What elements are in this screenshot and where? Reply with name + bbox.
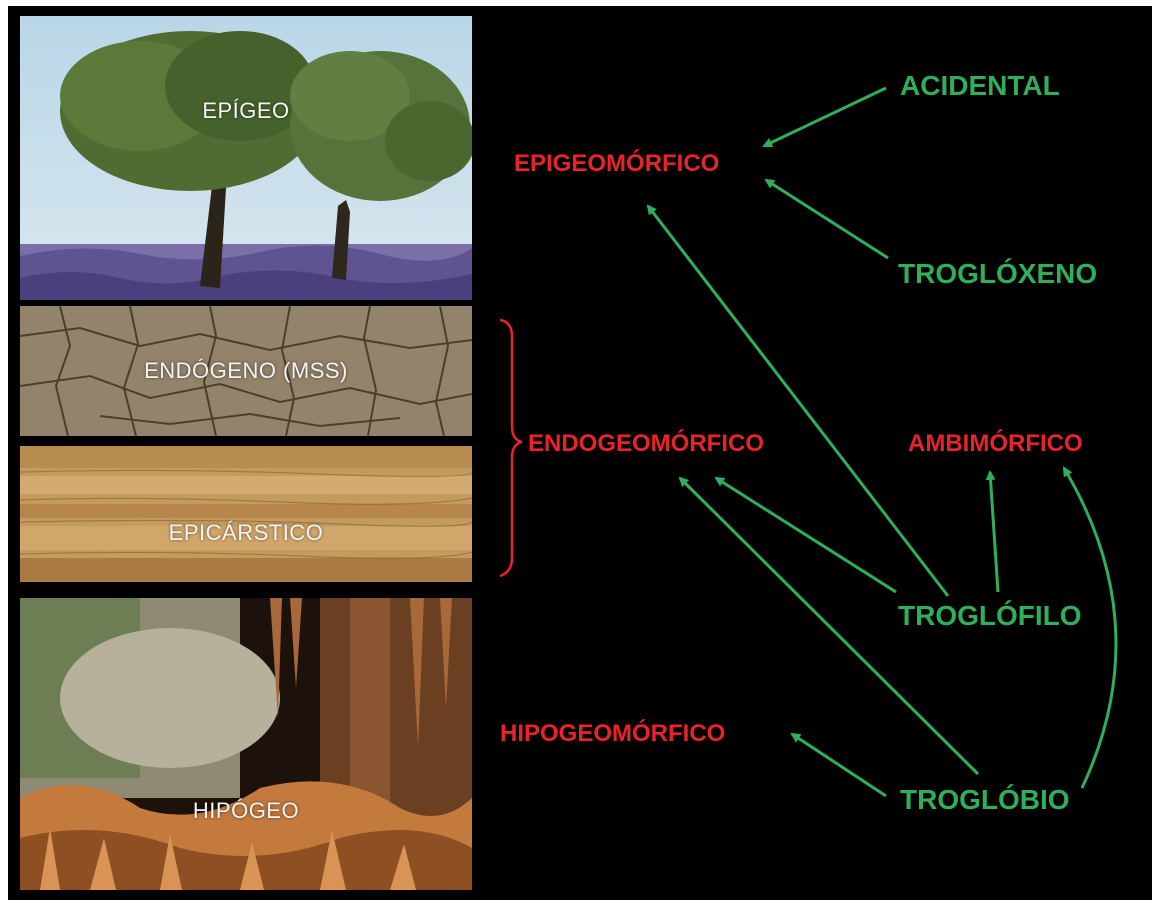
diagram-frame: EPÍGEO ENDÓGENO (MSS) — [8, 6, 1152, 900]
epicarstico-label: EPICÁRSTICO — [168, 520, 324, 545]
term-troglobio: TROGLÓBIO — [900, 784, 1070, 815]
epigeo-panel: EPÍGEO — [20, 16, 472, 300]
endogeno-panel: ENDÓGENO (MSS) — [20, 306, 472, 436]
epicarstico-image — [20, 446, 472, 582]
hipogeo-panel: HIPÓGEO — [20, 598, 472, 890]
hipogeo-image — [20, 598, 472, 890]
term-acidental: ACIDENTAL — [900, 70, 1060, 101]
term-epigeomorfico: EPIGEOMÓRFICO — [514, 150, 720, 177]
arrow-acidental-epigeomorfico — [762, 86, 887, 148]
epigeo-label: EPÍGEO — [202, 98, 290, 123]
endogeo-bracket — [499, 318, 523, 578]
term-endogeomorfico: ENDOGEOMÓRFICO — [528, 430, 765, 457]
arrow-troglofilo-epigeomorfico — [646, 204, 950, 597]
epigeo-image — [20, 16, 472, 300]
arrow-troglofilo-ambimorfico — [985, 470, 1000, 593]
endogeno-label: ENDÓGENO (MSS) — [144, 358, 348, 383]
arrow-troglobio-endogeomorfico — [678, 476, 980, 776]
term-trogloxeno: TROGLÓXENO — [898, 258, 1098, 289]
arrow-layer — [499, 86, 1118, 798]
arrow-troglobio-ambimorfico — [1062, 466, 1118, 789]
arrow-troglobio-hipogeomorfico — [790, 732, 887, 798]
arrow-trogloxeno-epigeomorfico — [764, 178, 889, 260]
term-troglofilo: TROGLÓFILO — [898, 600, 1082, 631]
hipogeo-label: HIPÓGEO — [192, 798, 300, 823]
arrow-troglofilo-endogeomorfico — [714, 476, 897, 594]
epicarstico-panel: EPICÁRSTICO — [20, 446, 472, 582]
term-hipogeomorfico: HIPOGEOMÓRFICO — [500, 720, 726, 747]
term-ambimorfico: AMBIMÓRFICO — [908, 430, 1083, 457]
endogeno-image — [20, 306, 472, 436]
